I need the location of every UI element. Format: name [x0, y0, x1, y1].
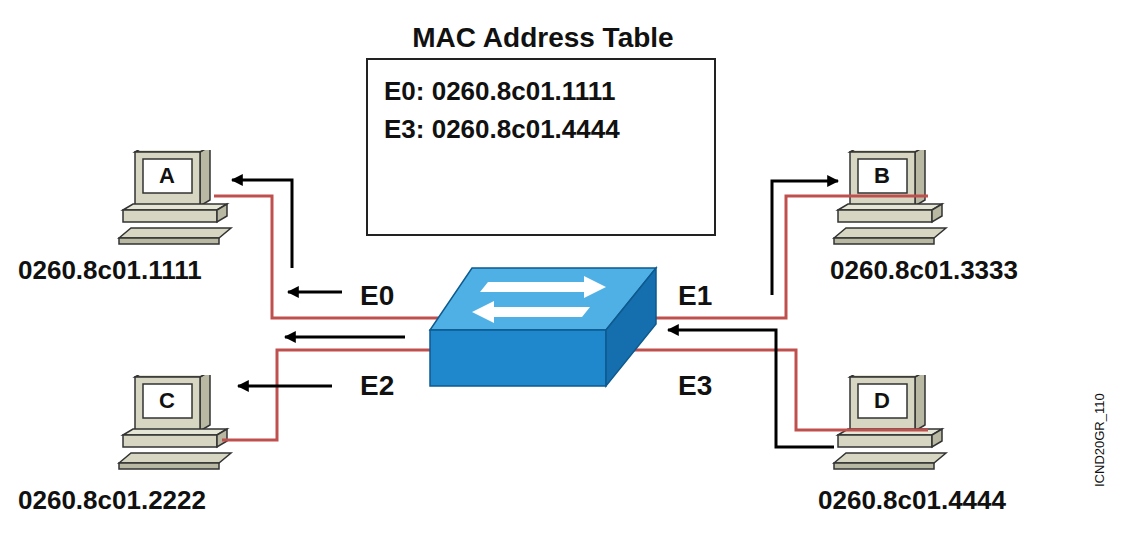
- frame-arrow: [668, 330, 834, 447]
- pc-icon: [834, 371, 946, 469]
- cable: [630, 350, 928, 430]
- mac-address: 0260.8c01.3333: [830, 256, 1018, 285]
- frame-arrow: [232, 180, 292, 268]
- switch-icon: [472, 276, 606, 323]
- frame-arrow: [238, 385, 332, 388]
- switch-icon: [430, 268, 656, 386]
- pc-icon: [119, 371, 231, 469]
- mac-address: 0260.8c01.2222: [18, 486, 206, 515]
- table-entry: E3: 0260.8c01.4444: [384, 115, 620, 144]
- host-pc: C 0260.8c01.2222: [8, 375, 258, 515]
- port-label: E2: [360, 371, 394, 402]
- mac-address: 0260.8c01.4444: [818, 486, 1006, 515]
- port-label: E0: [360, 281, 394, 312]
- switch-icon: [606, 268, 656, 386]
- table-title: MAC Address Table: [412, 23, 673, 54]
- host-pc: B 0260.8c01.3333: [815, 150, 1115, 285]
- frame-arrow: [285, 336, 405, 339]
- host-letter: B: [874, 164, 890, 188]
- table-entry: E0: 0260.8c01.1111: [384, 77, 615, 106]
- host-pc: D 0260.8c01.4444: [805, 375, 1095, 515]
- switch-icon: [472, 301, 590, 323]
- cable: [222, 350, 440, 440]
- frame-arrow: [772, 181, 838, 295]
- frame-arrow: [288, 291, 342, 294]
- mac-address: 0260.8c01.1111: [18, 256, 202, 285]
- port-label: E1: [678, 281, 712, 312]
- switch-icon: [430, 330, 606, 386]
- host-letter: C: [159, 389, 175, 413]
- switch-icon: [480, 276, 606, 298]
- watermark: ICND20GR_110: [1093, 393, 1107, 487]
- mac-table-box: MAC Address TableE0: 0260.8c01.1111E3: 0…: [366, 58, 716, 236]
- host-letter: D: [874, 389, 890, 413]
- host-pc: A 0260.8c01.1111: [8, 150, 258, 285]
- port-label: E3: [678, 371, 712, 402]
- host-letter: A: [159, 164, 175, 188]
